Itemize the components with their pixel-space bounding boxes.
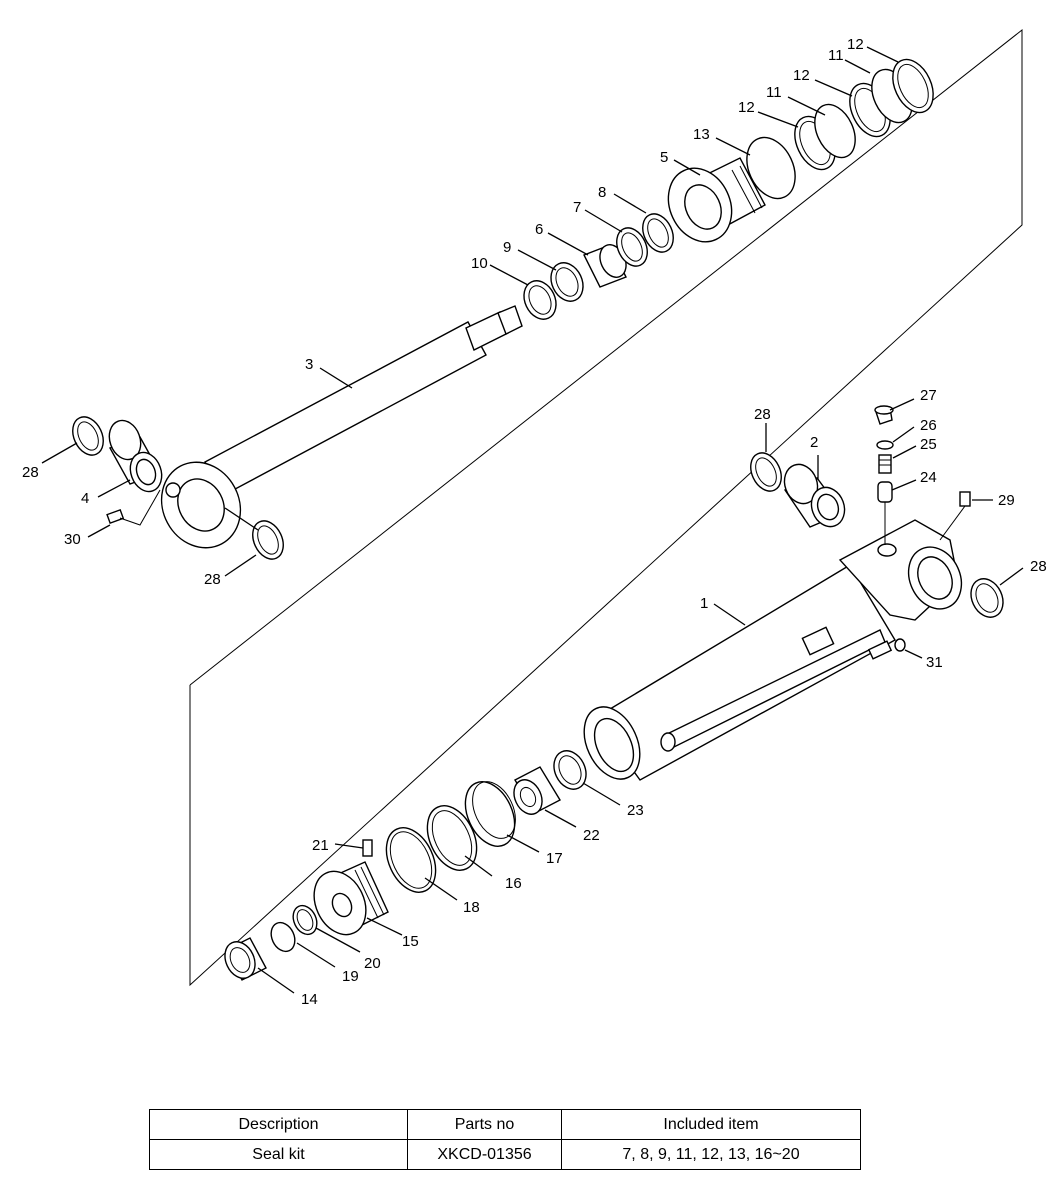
part-4-bushing [108, 419, 163, 493]
table-row: Seal kit XKCD-01356 7, 8, 9, 11, 12, 13,… [149, 1139, 861, 1170]
part-11-ring-a [814, 103, 856, 159]
part-14-bushing [224, 937, 267, 981]
part-28-ring-b [252, 520, 284, 560]
part-2-bushing [783, 463, 846, 528]
part-21-set-screw [362, 839, 373, 857]
callout-12a: 12 [738, 99, 755, 116]
callout-7: 7 [573, 199, 581, 216]
callout-31: 31 [926, 654, 943, 671]
cell-included-item: 7, 8, 9, 11, 12, 13, 16~20 [561, 1139, 861, 1170]
callout-16: 16 [505, 875, 522, 892]
callout-1: 1 [700, 595, 708, 612]
part-15-piston [313, 861, 389, 936]
part-13-backup-ring [746, 136, 796, 200]
callout-28a: 28 [22, 464, 39, 481]
cell-parts-no: XKCD-01356 [407, 1139, 562, 1170]
part-16-seal [426, 805, 478, 871]
callout-10: 10 [471, 255, 488, 272]
callout-3: 3 [305, 356, 313, 373]
cell-description: Seal kit [149, 1139, 408, 1170]
part-19-ring [270, 921, 296, 953]
seal-kit-table: Description Parts no Included item Seal … [149, 1109, 861, 1170]
callout-18: 18 [463, 899, 480, 916]
callout-12c: 12 [847, 36, 864, 53]
part-28-ring-c [750, 452, 782, 492]
callout-24: 24 [920, 469, 937, 486]
part-23-ring [553, 750, 587, 790]
callout-13: 13 [693, 126, 710, 143]
callout-26: 26 [920, 417, 937, 434]
callout-19: 19 [342, 968, 359, 985]
leader-lines [41, 46, 1024, 994]
part-30-grease-nipple [106, 489, 161, 526]
callout-2: 2 [810, 434, 818, 451]
callout-17: 17 [546, 850, 563, 867]
part-28-ring-d [970, 578, 1004, 618]
callout-28d: 28 [1030, 558, 1047, 575]
callout-9: 9 [503, 239, 511, 256]
callout-30: 30 [64, 531, 81, 548]
exploded-parts-diagram: 1 2 3 4 5 6 7 8 9 10 11 11 12 12 12 13 1… [22, 28, 1047, 1008]
callout-11a: 11 [766, 84, 782, 101]
piston-rod [160, 305, 523, 549]
callout-6: 6 [535, 221, 543, 238]
part-10-ring [523, 280, 557, 320]
callout-21: 21 [312, 837, 329, 854]
part-9-ring [550, 262, 584, 302]
part-12-ring-c [892, 58, 934, 114]
header-parts-no: Parts no [407, 1109, 562, 1140]
table-header-row: Description Parts no Included item [149, 1109, 861, 1140]
part-8-ring [642, 213, 674, 253]
part-29-grease-nipple [959, 491, 971, 507]
callout-12b: 12 [793, 67, 810, 84]
part-7-ring [616, 227, 648, 267]
header-description: Description [149, 1109, 408, 1140]
assembly-plane [189, 28, 1023, 987]
part-17-wear-ring [464, 781, 516, 847]
callout-20: 20 [364, 955, 381, 972]
callout-14: 14 [301, 991, 318, 1008]
part-20-ring [292, 904, 318, 936]
part-1-cylinder-tube [583, 519, 963, 781]
callout-22: 22 [583, 827, 600, 844]
callout-28c: 28 [754, 406, 771, 423]
part-28-ring-a [72, 416, 104, 456]
part-18-ring [385, 827, 437, 893]
callout-28b: 28 [204, 571, 221, 588]
header-included-item: Included item [561, 1109, 861, 1140]
callout-15: 15 [402, 933, 419, 950]
callout-5: 5 [660, 149, 668, 166]
callout-27: 27 [920, 387, 937, 404]
callout-11b: 11 [828, 47, 844, 64]
callout-8: 8 [598, 184, 606, 201]
callout-29: 29 [998, 492, 1015, 509]
check-valve-stack [874, 405, 894, 545]
part-5-rod-cover [667, 157, 766, 243]
callout-25: 25 [920, 436, 937, 453]
callout-4: 4 [81, 490, 89, 507]
part-22-nut [513, 766, 561, 815]
part-31-o-ring [894, 638, 906, 652]
callout-23: 23 [627, 802, 644, 819]
